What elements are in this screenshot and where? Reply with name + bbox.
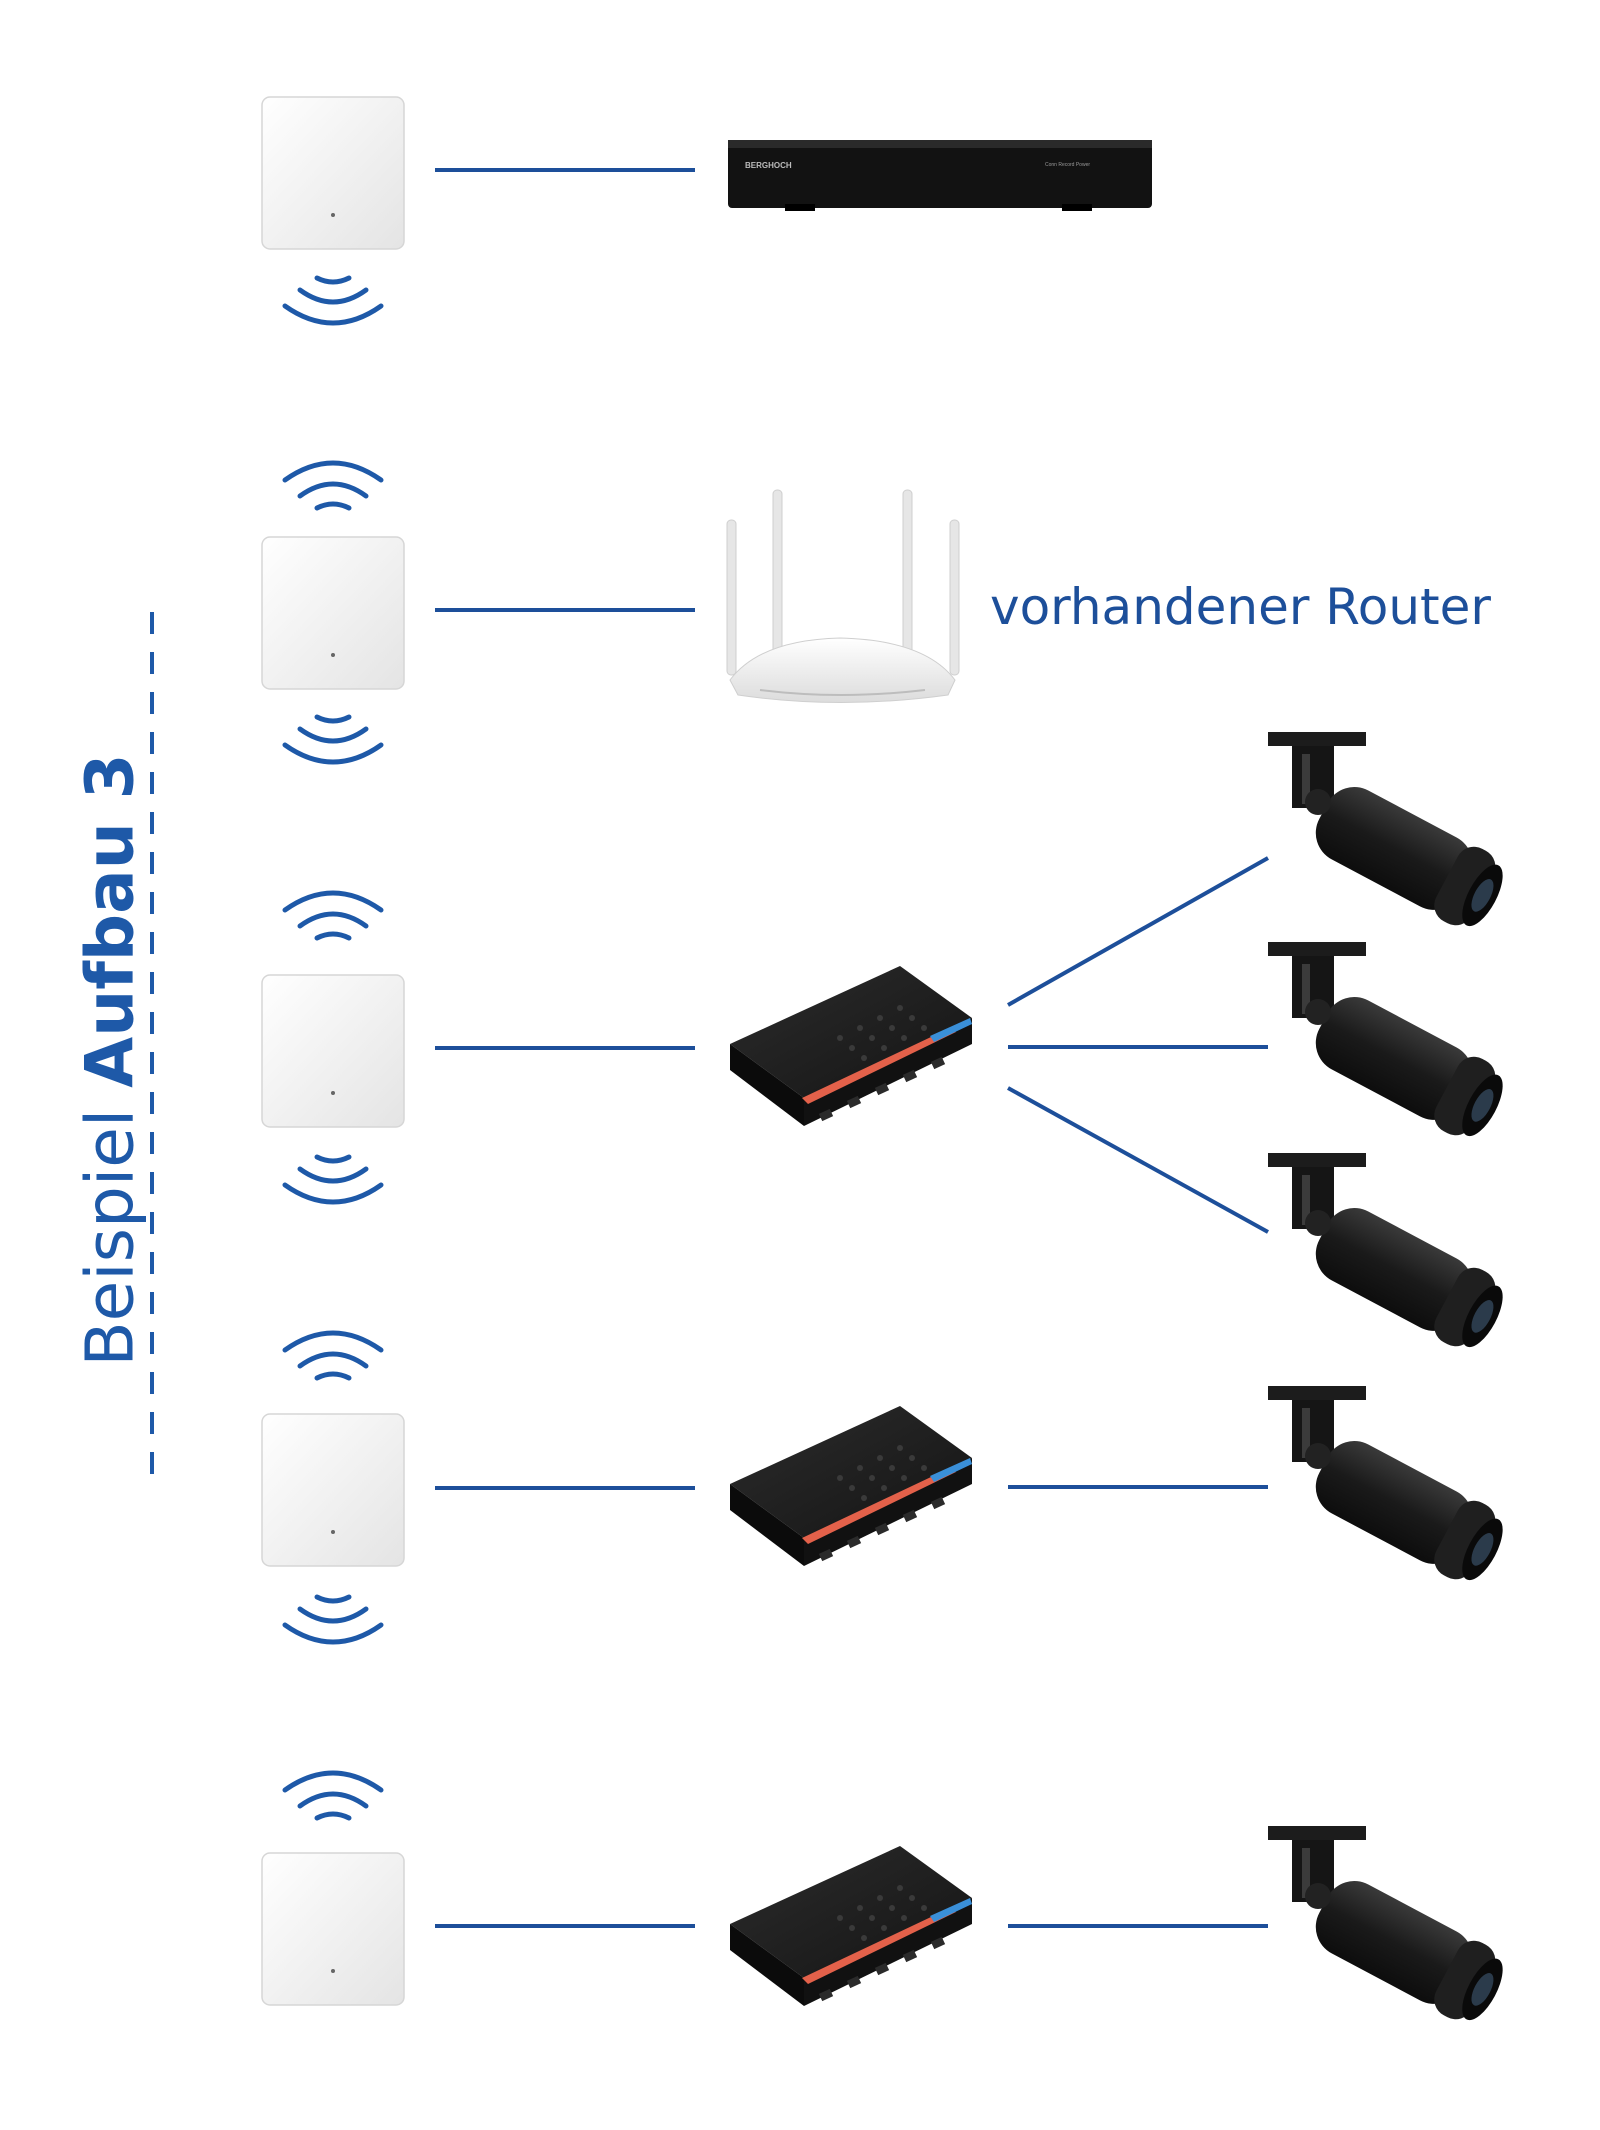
nvr-status: Conn Record Power bbox=[1045, 162, 1090, 168]
wifi-up-icon-5 bbox=[285, 1773, 381, 1818]
access-point-3 bbox=[261, 974, 405, 1128]
access-point-2 bbox=[261, 536, 405, 690]
wifi-down-icon-4 bbox=[285, 1597, 381, 1642]
access-point-5 bbox=[261, 1852, 405, 2006]
wifi-up-icon-3 bbox=[285, 893, 381, 938]
camera-5 bbox=[1268, 1826, 1515, 2033]
cable-3a bbox=[1007, 856, 1269, 1007]
wifi-router bbox=[726, 489, 960, 703]
camera-2 bbox=[1268, 942, 1515, 1149]
camera-1 bbox=[1268, 732, 1515, 939]
wifi-down-icon-1 bbox=[285, 278, 381, 323]
wifi-down-icon-2 bbox=[285, 717, 381, 762]
poe-switch-1 bbox=[730, 966, 972, 1126]
access-point-4 bbox=[261, 1413, 405, 1567]
poe-switch-2 bbox=[730, 1406, 972, 1566]
access-point-1 bbox=[261, 96, 405, 250]
nvr-recorder: BERGHOCH Conn Record Power bbox=[728, 140, 1152, 211]
poe-switch-3 bbox=[730, 1846, 972, 2006]
camera-4 bbox=[1268, 1386, 1515, 1593]
nvr-brand: BERGHOCH bbox=[745, 161, 792, 170]
wifi-up-icon-4 bbox=[285, 1333, 381, 1378]
wifi-down-icon-3 bbox=[285, 1157, 381, 1202]
wifi-up-icon-2 bbox=[285, 463, 381, 508]
cable-3c bbox=[1007, 1086, 1269, 1234]
camera-3 bbox=[1268, 1153, 1515, 1360]
